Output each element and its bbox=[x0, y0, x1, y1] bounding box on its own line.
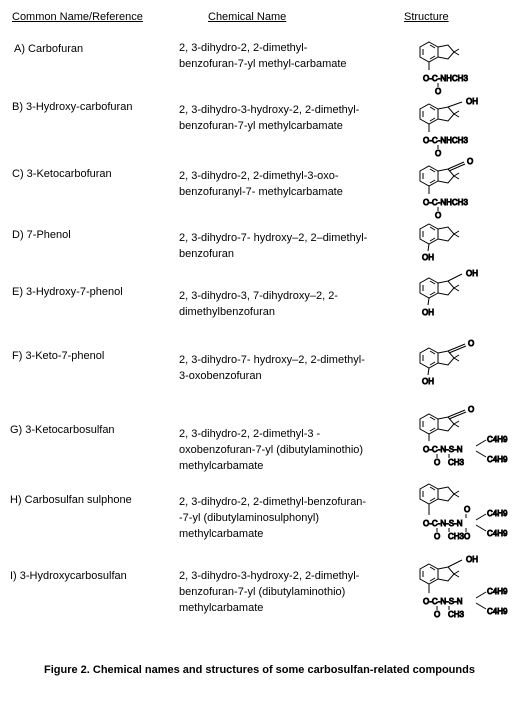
butyl-bottom-label: C4H9 bbox=[487, 607, 508, 616]
chemical-name-line: benzofuranyl-7- methylcarbamate bbox=[179, 186, 343, 198]
phenol-oh-label: OH bbox=[422, 377, 434, 386]
carbonyl-oxygen-label: O bbox=[435, 211, 441, 220]
chemical-name-line: 2, 3-dihydro-3-hydroxy-2, 2-dimethyl- bbox=[179, 570, 360, 582]
chemical-name-line: dimethylbenzofuran bbox=[179, 306, 276, 318]
carbonyl-oxygen-label: O bbox=[434, 610, 440, 619]
side-chain-label: O-C-NHCH3 bbox=[423, 198, 468, 207]
chemical-name-line: 2, 3-dihydro-3, 7-dihydroxy–2, 2- bbox=[179, 290, 338, 302]
phenol-oh-label: OH bbox=[422, 308, 434, 317]
chemical-name-line: oxobenzofuran-7-yl (dibutylaminothio) bbox=[179, 444, 364, 456]
structure-carbosulfan-sulphone: O-C-N-S-N O O O CH3 C4H9 C4H9 bbox=[404, 478, 524, 548]
chemical-name: 2, 3-dihydro-3-hydroxy-2, 2-dimethyl- be… bbox=[179, 568, 394, 616]
common-name: E) 3-Hydroxy-7-phenol bbox=[12, 286, 123, 298]
structure-3-ketocarbofuran: O O-C-NHCH3 O bbox=[404, 156, 504, 221]
chemical-name-line: 2, 3-dihydro-2, 2-dimethyl-3 - bbox=[179, 428, 321, 440]
common-name: H) Carbosulfan sulphone bbox=[10, 494, 132, 506]
keto-oxygen-label: O bbox=[467, 157, 473, 166]
common-name: B) 3-Hydroxy-carbofuran bbox=[12, 101, 133, 113]
butyl-bottom-label: C4H9 bbox=[487, 455, 508, 464]
chemical-name-line: benzofuran-7-yl methyl-carbamate bbox=[179, 58, 347, 70]
structure-3-keto-7-phenol: O OH bbox=[404, 336, 504, 392]
sulfonyl-oxygen-bottom-label: O bbox=[464, 532, 470, 541]
common-name: D) 7-Phenol bbox=[12, 229, 71, 241]
chemical-name-line: 3-oxobenzofuran bbox=[179, 370, 262, 382]
figure-caption: Figure 2. Chemical names and structures … bbox=[44, 664, 475, 676]
hydroxyl-label: OH bbox=[466, 269, 478, 278]
butyl-top-label: C4H9 bbox=[487, 509, 508, 518]
n-methyl-label: CH3 bbox=[448, 610, 465, 619]
chemical-name-line: benzofuran bbox=[179, 248, 235, 260]
chemical-name: 2, 3-dihydro-3-hydroxy-2, 2-dimethyl- be… bbox=[179, 102, 394, 134]
butyl-bottom-label: C4H9 bbox=[487, 529, 508, 538]
carbamate-chain-label: O-C-N-S-N bbox=[423, 597, 463, 606]
chemical-name-line: 2, 3-dihydro-2, 2-dimethyl-benzofuran- bbox=[179, 496, 367, 508]
structure-7-phenol: OH bbox=[404, 220, 504, 270]
header-chemical-name: Chemical Name bbox=[208, 11, 287, 23]
hydroxyl-label: OH bbox=[466, 555, 478, 564]
n-methyl-label: CH3 bbox=[448, 458, 465, 467]
butyl-top-label: C4H9 bbox=[487, 435, 508, 444]
common-name: I) 3-Hydroxycarbosulfan bbox=[10, 570, 127, 582]
common-name: F) 3-Keto-7-phenol bbox=[12, 350, 105, 362]
chemical-name: 2, 3-dihydro-2, 2-dimethyl-3-oxo- benzof… bbox=[179, 168, 394, 200]
carbonyl-oxygen-label: O bbox=[434, 532, 440, 541]
chemical-name: 2, 3-dihydro-7- hydroxy–2, 2–dimethyl- b… bbox=[179, 230, 394, 262]
common-name: C) 3-Ketocarbofuran bbox=[12, 168, 112, 180]
structure-3-hydroxy-7-phenol: OH OH bbox=[404, 268, 504, 324]
chemical-name-line: methylcarbamate bbox=[179, 460, 264, 472]
header-common-name: Common Name/Reference bbox=[12, 11, 143, 23]
chemical-name: 2, 3-dihydro-7- hydroxy–2, 2-dimethyl- 3… bbox=[179, 352, 394, 384]
butyl-top-label: C4H9 bbox=[487, 587, 508, 596]
chemical-name-line: benzofuran-7-yl methylcarbamate bbox=[179, 120, 343, 132]
chemical-name-line: 2, 3-dihydro-2, 2-dimethyl-3-oxo- bbox=[179, 170, 339, 182]
keto-oxygen-label: O bbox=[468, 339, 474, 348]
carbamate-chain-label: O-C-N-S-N bbox=[423, 445, 463, 454]
n-methyl-label: CH3 bbox=[448, 532, 465, 541]
structure-3-hydroxycarbosulfan: OH O-C-N-S-N O CH3 C4H9 C4H9 bbox=[404, 552, 524, 624]
structure-carbofuran: O-C-NHCH3 O bbox=[404, 38, 504, 97]
carbonyl-oxygen-label: O bbox=[435, 87, 441, 96]
side-chain-label: O-C-NHCH3 bbox=[423, 136, 468, 145]
common-name: A) Carbofuran bbox=[14, 43, 84, 55]
sulfonyl-oxygen-top-label: O bbox=[464, 505, 470, 514]
hydroxyl-label: OH bbox=[466, 97, 478, 106]
side-chain-label: O-C-NHCH3 bbox=[423, 74, 468, 83]
chemical-name: 2, 3-dihydro-2, 2-dimethyl-3 - oxobenzof… bbox=[179, 426, 394, 474]
chemical-name-line: 2, 3-dihydro-7- hydroxy–2, 2-dimethyl- bbox=[179, 354, 365, 366]
header-structure: Structure bbox=[404, 11, 449, 23]
structure-3-hydroxy-carbofuran: OH O-C-NHCH3 O bbox=[404, 96, 504, 159]
phenol-oh-label: OH bbox=[422, 253, 434, 262]
chemical-name-line: methylcarbamate bbox=[179, 528, 264, 540]
chemical-name-line: benzofuran-7-yl (dibutylaminothio) bbox=[179, 586, 346, 598]
chemical-name: 2, 3-dihydro-3, 7-dihydroxy–2, 2- dimeth… bbox=[179, 288, 394, 320]
chemical-name-line: 2, 3-dihydro-7- hydroxy–2, 2–dimethyl- bbox=[179, 232, 368, 244]
keto-oxygen-label: O bbox=[468, 405, 474, 414]
chemical-name-line: methylcarbamate bbox=[179, 602, 264, 614]
chemical-name-line: 2, 3-dihydro-3-hydroxy-2, 2-dimethyl- bbox=[179, 104, 360, 116]
chemical-name: 2, 3-dihydro-2, 2-dimethyl-benzofuran- -… bbox=[179, 494, 394, 542]
common-name: G) 3-Ketocarbosulfan bbox=[10, 424, 115, 436]
chemical-name-line: -7-yl (dibutylaminosulphonyl) bbox=[179, 512, 320, 524]
carbamate-chain-label: O-C-N-S-N bbox=[423, 519, 463, 528]
carbonyl-oxygen-label: O bbox=[435, 149, 441, 158]
chemical-name-line: 2, 3-dihydro-2, 2-dimethyl- bbox=[179, 42, 308, 54]
structure-3-ketocarbosulfan: O O-C-N-S-N O CH3 C4H9 C4H9 bbox=[404, 404, 524, 470]
carbonyl-oxygen-label: O bbox=[434, 458, 440, 467]
chemical-name: 2, 3-dihydro-2, 2-dimethyl- benzofuran-7… bbox=[179, 40, 394, 72]
